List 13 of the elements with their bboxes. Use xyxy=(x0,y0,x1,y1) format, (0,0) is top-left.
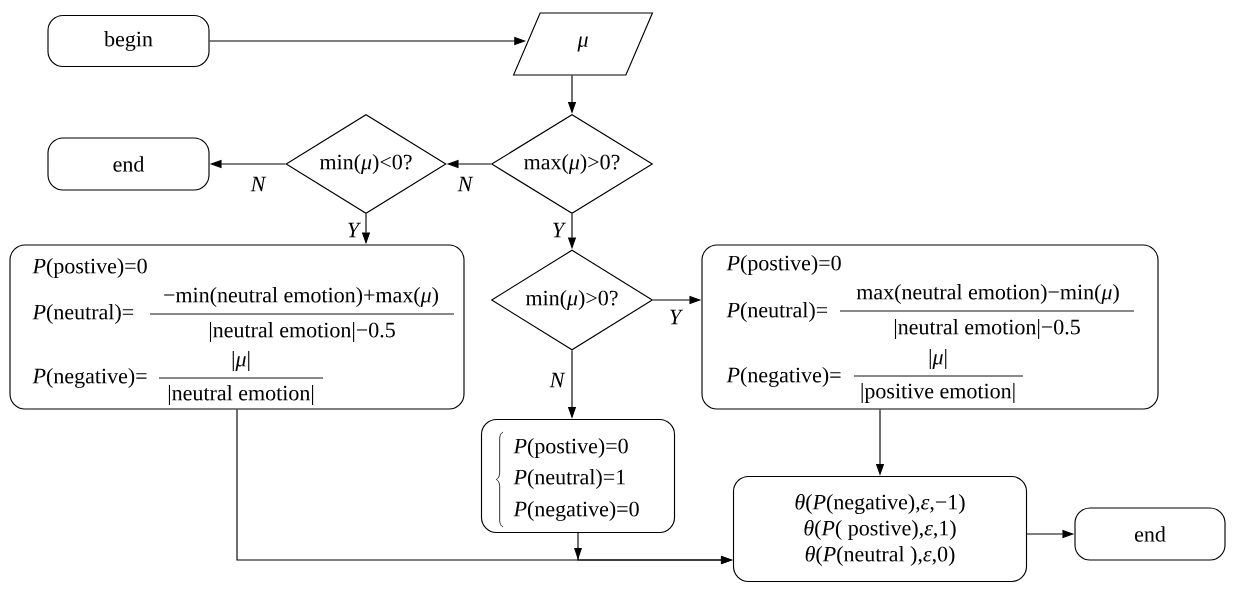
terminal-box: begin xyxy=(47,14,210,68)
process-box: P(postive)=0 P(neutral)= −min(neutral emotion)+max(μ) |neutral emotion|−0.5 P(negative)= |μ| |neutral emotion| xyxy=(9,244,465,410)
process-box: θ(P(negative),ε,−1) θ(P( postive),ε,1) θ(P(neutral ),ε,0) xyxy=(732,475,1028,583)
process-box: P(postive)=0 P(neutral)=1 P(negative)=0 xyxy=(480,418,676,534)
terminal-box: end xyxy=(1074,507,1226,561)
terminal-box: end xyxy=(47,137,210,191)
edge-label: N xyxy=(249,175,267,193)
edge-label: N xyxy=(548,371,566,389)
edge-label: Y xyxy=(345,221,362,239)
edge-label: N xyxy=(456,175,474,193)
edge-label: Y xyxy=(667,308,684,326)
edge-label: Y xyxy=(550,221,567,239)
process-box: P(postive)=0 P(neutral)= max(neutral emotion)−min(μ) |neutral emotion|−0.5 P(negative)= |μ| |positive emotion| xyxy=(701,244,1159,410)
